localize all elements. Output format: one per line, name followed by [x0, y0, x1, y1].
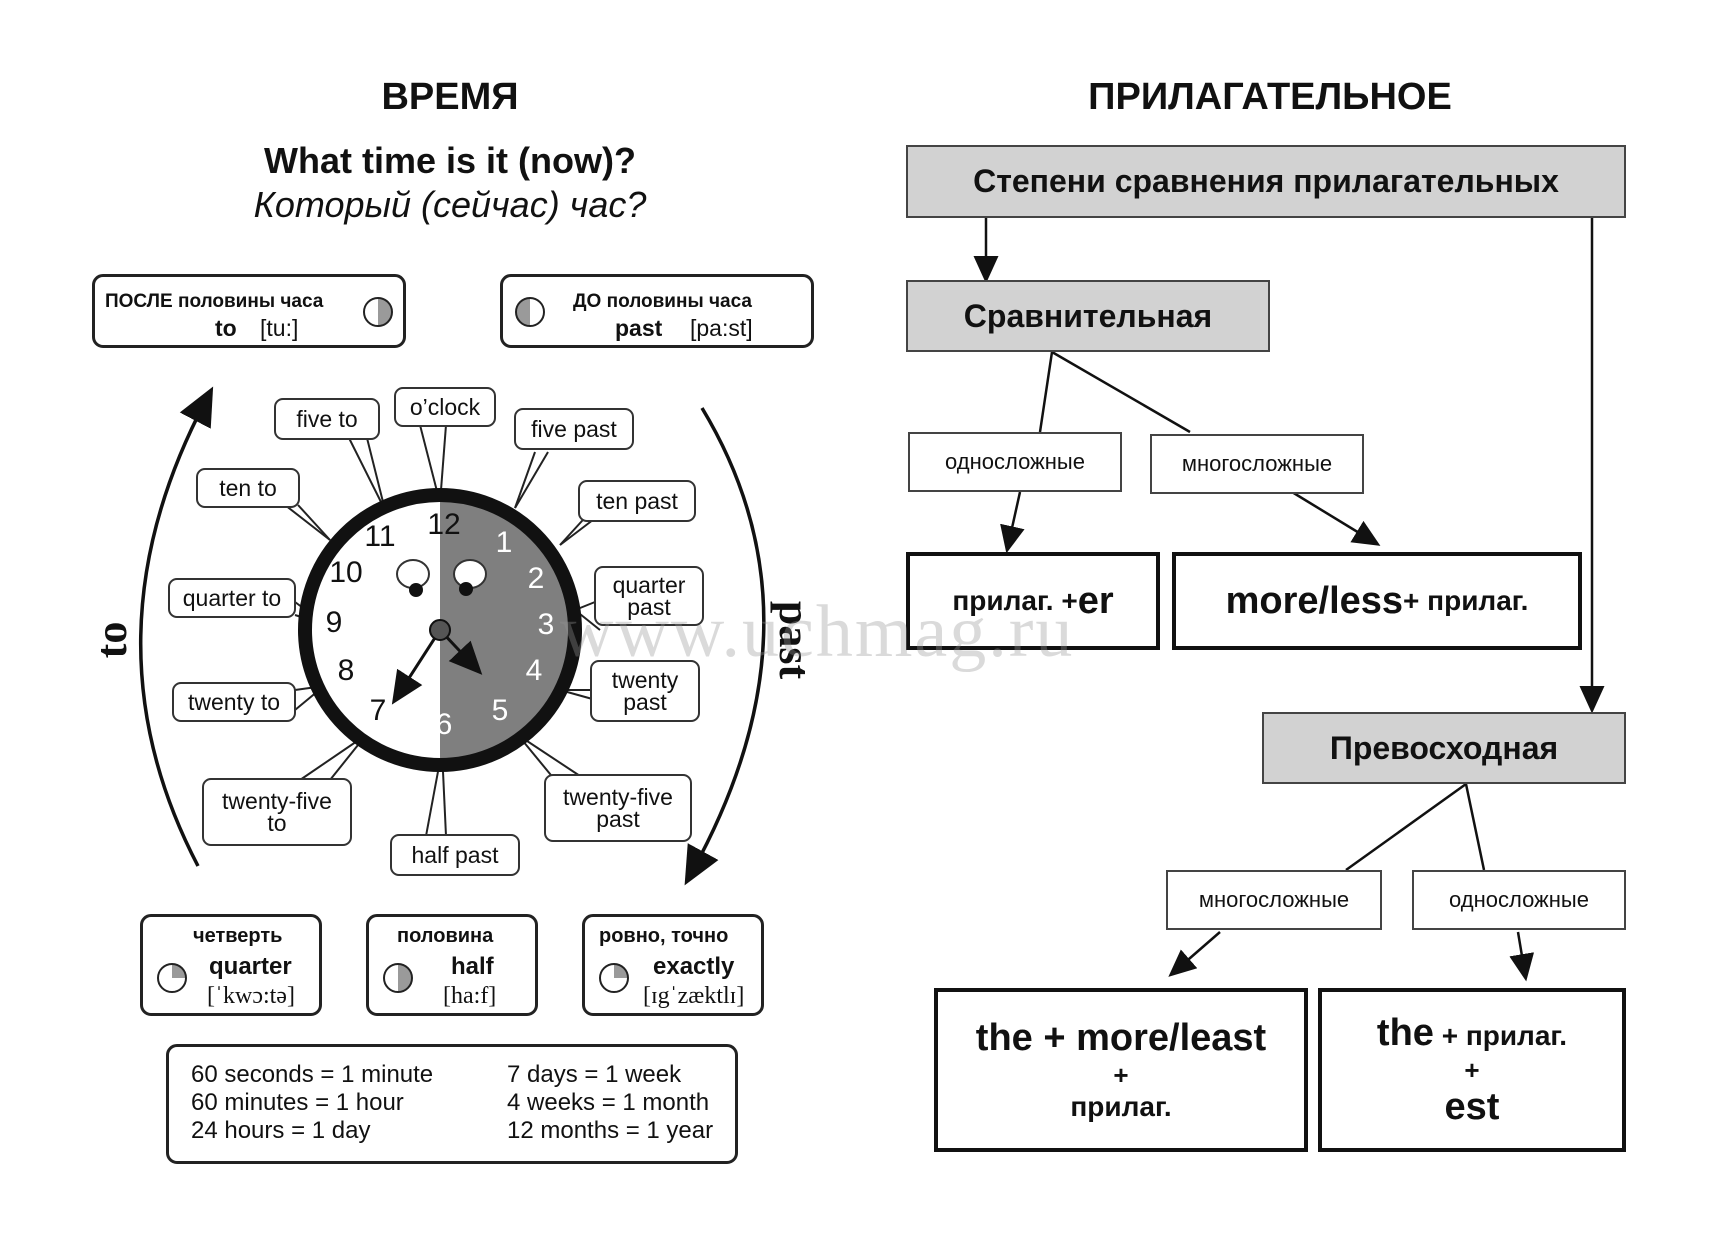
label-ten-past: ten past	[578, 480, 696, 522]
before-half-ipa: [pa:st]	[690, 315, 753, 341]
superlative-box: Превосходная	[1262, 712, 1626, 784]
clock-diagram	[138, 386, 766, 886]
superlative-formula-long: the + more/least + прилаг.	[934, 988, 1308, 1152]
clock-number-5: 5	[491, 694, 509, 727]
watermark: www.uchmag.ru	[560, 591, 1075, 673]
clock-number-6: 6	[435, 708, 453, 741]
comparative-box: Сравнительная	[906, 280, 1270, 352]
unit-hours: 24 hours = 1 day	[191, 1117, 371, 1144]
unit-days: 7 days = 1 week	[507, 1061, 682, 1088]
label-ten-to: ten to	[196, 468, 300, 508]
term-quarter-en: quarter	[209, 953, 292, 980]
clock-number-4: 4	[525, 654, 543, 687]
comparative-multi-syllable: многосложные	[1150, 434, 1364, 494]
question-english: What time is it (now)?	[264, 140, 636, 181]
comparative-one-syllable: односложные	[908, 432, 1122, 492]
term-exactly-box: ровно, точно exactly [ɪgˈzæktlɪ]	[582, 914, 764, 1016]
question-russian: Который (сейчас) час?	[253, 184, 647, 225]
unit-seconds: 60 seconds = 1 minute	[191, 1061, 434, 1088]
label-half-past: half past	[390, 834, 520, 876]
after-half-ru: ПОСЛЕ половины часа	[105, 291, 324, 312]
term-half-ru: половина	[397, 925, 494, 947]
term-half-en: half	[451, 953, 494, 980]
clock-number-12: 12	[427, 508, 461, 541]
term-exactly-ru: ровно, точно	[599, 925, 729, 947]
term-quarter-ipa: [ˈkwɔ:tə]	[207, 983, 295, 1009]
clock-rim	[298, 488, 582, 772]
clock-number-7: 7	[369, 694, 387, 727]
after-half-box: ПОСЛЕ половины часа to [tu:]	[92, 274, 406, 348]
adjective-connectors	[973, 218, 1605, 982]
after-half-word: to	[215, 315, 237, 341]
clock-number-9: 9	[325, 606, 343, 639]
to-arc-arrow	[138, 386, 214, 867]
unit-weeks: 4 weeks = 1 month	[507, 1089, 710, 1116]
quarter-circle-icon	[599, 963, 629, 993]
after-half-ipa: [tu:]	[260, 315, 299, 341]
adjective-section-title: ПРИЛАГАТЕЛЬНОЕ	[1088, 76, 1452, 118]
term-half-ipa: [ha:f]	[443, 983, 497, 1009]
half-circle-icon	[515, 297, 545, 327]
before-half-word: past	[615, 315, 663, 341]
superlative-formula-short: the + прилаг. + est	[1318, 988, 1626, 1152]
superlative-multi-syllable: многосложные	[1166, 870, 1382, 930]
unit-minutes: 60 minutes = 1 hour	[191, 1089, 404, 1116]
side-label-to: to	[87, 621, 136, 659]
time-units-box: 60 seconds = 1 minute 60 minutes = 1 hou…	[166, 1044, 738, 1164]
half-circle-icon	[363, 297, 393, 327]
quarter-circle-icon	[157, 963, 187, 993]
minute-hand	[391, 629, 442, 705]
label-oclock: o’clock	[394, 387, 496, 427]
clock-number-1: 1	[495, 526, 513, 559]
clock-center	[429, 619, 451, 641]
time-section-title: ВРЕМЯ	[381, 76, 519, 118]
label-five-to: five to	[274, 398, 380, 440]
label-twenty-to: twenty to	[172, 682, 296, 722]
degrees-of-comparison-box: Степени сравнения прилагательных	[906, 145, 1626, 218]
comparative-formula-short: прилаг. + er	[906, 552, 1160, 650]
past-arc-arrow	[684, 407, 766, 886]
superlative-one-syllable: односложные	[1412, 870, 1626, 930]
before-half-ru: ДО половины часа	[573, 291, 752, 312]
clock-number-8: 8	[337, 654, 355, 687]
term-exactly-ipa: [ɪgˈzæktlɪ]	[643, 983, 745, 1009]
clock-number-2: 2	[527, 562, 545, 595]
label-five-past: five past	[514, 408, 634, 450]
before-half-box: ДО половины часа past [pa:st]	[500, 274, 814, 348]
comparative-formula-long: more/less + прилаг.	[1172, 552, 1582, 650]
clock-number-10: 10	[329, 556, 363, 589]
term-exactly-en: exactly	[653, 953, 735, 980]
clock-number-11: 11	[364, 520, 396, 553]
term-quarter-ru: четверть	[193, 925, 283, 947]
half-circle-icon	[383, 963, 413, 993]
unit-months: 12 months = 1 year	[507, 1117, 714, 1144]
term-half-box: половина half [ha:f]	[366, 914, 538, 1016]
clock-number-3: 3	[537, 608, 555, 641]
label-quarter-to: quarter to	[168, 578, 296, 618]
term-quarter-box: четверть quarter [ˈkwɔ:tə]	[140, 914, 322, 1016]
